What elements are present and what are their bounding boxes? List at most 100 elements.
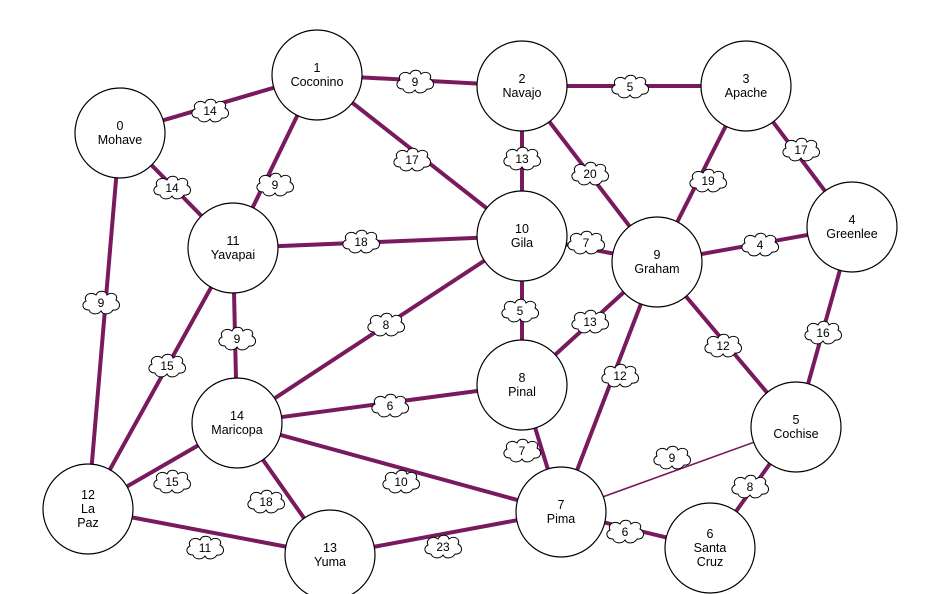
cloud-icon (804, 320, 843, 345)
node-circle (806, 181, 898, 273)
edge-weight-label: 16 (816, 326, 830, 340)
edge-weight-10-14: 8 (367, 312, 406, 337)
edge-weight-label: 13 (583, 315, 597, 329)
edge-weight-9-7: 12 (601, 363, 640, 388)
node-id: 0 (117, 119, 124, 133)
edge-weight-14-8: 6 (371, 393, 410, 418)
node-id: 1 (314, 61, 321, 75)
edge-weight-label: 12 (613, 369, 627, 383)
node-id: 6 (707, 527, 714, 541)
node-circle (476, 339, 568, 431)
edge-weight-label: 23 (436, 540, 450, 554)
edge-weight-2-3: 5 (611, 74, 650, 99)
edge-weight-3-9: 19 (689, 168, 728, 193)
cloud-icon (367, 312, 406, 337)
edge-weight-label: 9 (669, 451, 676, 465)
node-id: 8 (519, 371, 526, 385)
cloud-icon (782, 137, 821, 162)
cloud-icon (342, 229, 381, 254)
node-id: 13 (323, 541, 337, 555)
cloud-icon (393, 147, 432, 172)
cloud-icon (689, 168, 728, 193)
node-circle (74, 87, 166, 179)
edge-weight-label: 6 (387, 399, 394, 413)
edge-weight-label: 15 (160, 359, 174, 373)
node-name: Greenlee (826, 227, 877, 241)
edge-weight-label: 9 (234, 332, 241, 346)
edge-weight-label: 20 (583, 167, 597, 181)
edge-weight-label: 14 (165, 181, 179, 195)
node-name: Apache (725, 86, 767, 100)
cloud-icon (731, 474, 770, 499)
node-name: Gila (511, 236, 533, 250)
edge-weight-label: 7 (583, 236, 590, 250)
cloud-icon (256, 172, 295, 197)
node-id: 14 (230, 409, 244, 423)
node-name: Pima (547, 512, 576, 526)
node-name: Yavapai (211, 248, 255, 262)
node-id: 4 (849, 213, 856, 227)
cloud-icon (501, 298, 540, 323)
edge-weight-label: 15 (165, 475, 179, 489)
cloud-icon (567, 230, 606, 255)
edge-weight-4-9: 4 (741, 232, 780, 257)
cloud-icon (371, 393, 410, 418)
node-name: Cochise (773, 427, 818, 441)
node-id: 2 (519, 72, 526, 86)
edge-weight-13-7: 23 (424, 534, 463, 559)
node-name: Yuma (314, 555, 346, 569)
cloud-icon (148, 353, 187, 378)
edge-weight-12-13: 11 (186, 535, 225, 560)
edge-weight-label: 9 (98, 296, 105, 310)
cloud-icon (382, 469, 421, 494)
cloud-icon (653, 445, 692, 470)
edge-weight-11-14: 9 (218, 326, 257, 351)
edge-weight-2-10: 13 (503, 146, 542, 171)
edge-weight-label: 8 (383, 318, 390, 332)
cloud-icon (611, 74, 650, 99)
node-circle (664, 502, 756, 594)
edge-weight-2-9: 20 (571, 161, 610, 186)
edge-weight-10-9: 7 (567, 230, 606, 255)
edge-weight-1-2: 9 (396, 69, 435, 94)
cloud-icon (704, 333, 743, 358)
edge-weight-1-11: 9 (256, 172, 295, 197)
edge-weight-label: 9 (272, 178, 279, 192)
cloud-icon (606, 519, 645, 544)
cloud-icon (82, 290, 121, 315)
cloud-icon (153, 175, 192, 200)
node-id: 10 (515, 222, 529, 236)
node-id: 9 (654, 248, 661, 262)
node-id: 7 (558, 498, 565, 512)
edge-weight-label: 7 (519, 444, 526, 458)
node-name: Pinal (508, 385, 536, 399)
edge-weight-7-5: 9 (653, 445, 692, 470)
edge-weight-label: 4 (757, 238, 764, 252)
node-circle (476, 190, 568, 282)
node-name: Graham (634, 262, 679, 276)
edge-weight-8-7: 7 (503, 438, 542, 463)
node-circle (476, 40, 568, 132)
edge-weight-label: 11 (199, 541, 212, 555)
edge-weight-label: 14 (203, 104, 217, 118)
edge-weight-0-12: 9 (82, 290, 121, 315)
edge-weight-9-8: 13 (571, 309, 610, 334)
edge-weight-14-7: 10 (382, 469, 421, 494)
cloud-icon (424, 534, 463, 559)
edge-14-7 (235, 421, 563, 514)
edge-weight-7-6: 6 (606, 519, 645, 544)
